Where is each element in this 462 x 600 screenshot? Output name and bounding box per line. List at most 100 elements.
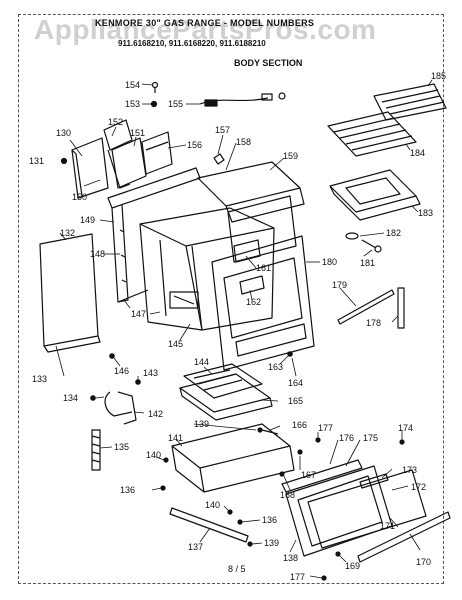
bracket-173 <box>359 473 389 489</box>
screw-146 <box>109 353 115 359</box>
broiler-grid-144 <box>183 363 263 399</box>
panel-151 <box>111 137 147 189</box>
section-title: BODY SECTION <box>234 58 303 68</box>
heat-shield-156 <box>141 131 173 175</box>
part-label-142: 142 <box>148 409 164 419</box>
burner-box-159 <box>227 195 297 263</box>
screw-134 <box>90 395 96 401</box>
oven-liner-145 <box>139 207 275 331</box>
bracket-152 <box>103 119 133 189</box>
part-label-148: 148 <box>90 249 106 259</box>
part-label-139-lower: 139 <box>264 538 280 548</box>
part-label-158: 158 <box>236 137 252 147</box>
screw-166 <box>257 427 279 435</box>
screw-136-upper <box>160 485 166 491</box>
part-label-151: 151 <box>130 128 146 138</box>
door-handle-170 <box>357 511 451 563</box>
part-label-179: 179 <box>332 280 348 290</box>
part-label-172: 172 <box>411 482 427 492</box>
part-label-134: 134 <box>63 393 79 403</box>
part-label-133: 133 <box>32 374 48 384</box>
part-label-144: 144 <box>194 357 210 367</box>
screw-163 <box>287 351 293 357</box>
part-label-140-lower: 140 <box>205 500 221 510</box>
bracket-162 <box>239 275 265 295</box>
spring-135 <box>91 429 101 471</box>
part-label-155: 155 <box>168 99 184 109</box>
part-label-152: 152 <box>108 117 124 127</box>
watermark: AppliancePartsPros.com <box>34 14 377 45</box>
part-label-169: 169 <box>345 561 361 571</box>
screw-136-lower <box>237 519 243 525</box>
part-label-182: 182 <box>386 228 402 238</box>
part-label-181: 181 <box>360 258 376 268</box>
part-label-168: 168 <box>280 490 296 500</box>
hinge-142 <box>104 391 137 425</box>
leader-lines <box>55 79 433 579</box>
part-label-156: 156 <box>187 140 203 150</box>
part-label-137: 137 <box>188 542 204 552</box>
part-label-162: 162 <box>246 297 262 307</box>
part-label-140-upper: 140 <box>146 450 162 460</box>
rod-179 <box>337 289 395 325</box>
part-label-149: 149 <box>80 215 96 225</box>
page-number: 8 / 5 <box>228 564 246 574</box>
part-label-177-upper: 177 <box>318 423 334 433</box>
door-trim-176 <box>281 459 363 493</box>
part-label-171: 171 <box>380 521 396 531</box>
front-frame-180 <box>211 235 315 371</box>
part-label-177-lower: 177 <box>290 572 306 582</box>
part-label-174: 174 <box>398 423 414 433</box>
screw-177-lower <box>321 575 327 581</box>
rear-panel-130 <box>71 137 109 199</box>
part-label-163: 163 <box>268 362 284 372</box>
part-label-176: 176 <box>339 433 355 443</box>
screw-140-lower <box>227 509 233 515</box>
part-label-150: 150 <box>72 192 88 202</box>
part-label-136-lower: 136 <box>262 515 278 525</box>
part-label-175: 175 <box>363 433 379 443</box>
part-label-164: 164 <box>288 378 304 388</box>
part-label-170: 170 <box>416 557 432 567</box>
part-label-166: 166 <box>292 420 308 430</box>
part-label-159: 159 <box>283 151 299 161</box>
screw-140-upper <box>163 457 169 463</box>
model-numbers: 911.6168210, 911.6168220, 911.6188210 <box>118 39 266 48</box>
part-label-183: 183 <box>418 208 434 218</box>
screw-139-lower <box>247 541 253 547</box>
part-label-138: 138 <box>283 553 299 563</box>
part-label-136-upper: 136 <box>120 485 136 495</box>
part-label-135: 135 <box>114 442 130 452</box>
part-label-145: 145 <box>168 339 184 349</box>
part-label-153: 153 <box>125 99 141 109</box>
part-label-180: 180 <box>322 257 338 267</box>
part-label-130: 130 <box>56 128 72 138</box>
part-label-143: 143 <box>143 368 159 378</box>
part-label-131: 131 <box>29 156 45 166</box>
part-label-146: 146 <box>114 366 130 376</box>
diagram-frame <box>18 14 444 584</box>
drawer-141 <box>171 423 295 493</box>
knob-182 <box>345 232 359 240</box>
part-label-154: 154 <box>125 80 141 90</box>
part-label-141: 141 <box>168 433 184 443</box>
side-panel-133 <box>39 233 101 353</box>
part-label-139-upper: 139 <box>194 419 210 429</box>
part-label-185: 185 <box>431 71 447 81</box>
screw-174 <box>399 439 405 445</box>
screw-168 <box>279 471 285 477</box>
part-label-161: 161 <box>256 263 272 273</box>
part-label-167: 167 <box>301 470 317 480</box>
drawer-rail-137 <box>169 507 249 543</box>
part-label-165: 165 <box>288 396 304 406</box>
part-label-184: 184 <box>410 148 426 158</box>
screw-177-upper <box>315 437 321 443</box>
diagram-title: KENMORE 30" GAS RANGE - MODEL NUMBERS <box>95 18 315 28</box>
oven-rack-185 <box>373 83 447 121</box>
part-label-132: 132 <box>60 228 76 238</box>
bracket-161 <box>233 239 261 263</box>
screw-153 <box>150 100 158 108</box>
oven-bottom-183 <box>329 169 421 221</box>
